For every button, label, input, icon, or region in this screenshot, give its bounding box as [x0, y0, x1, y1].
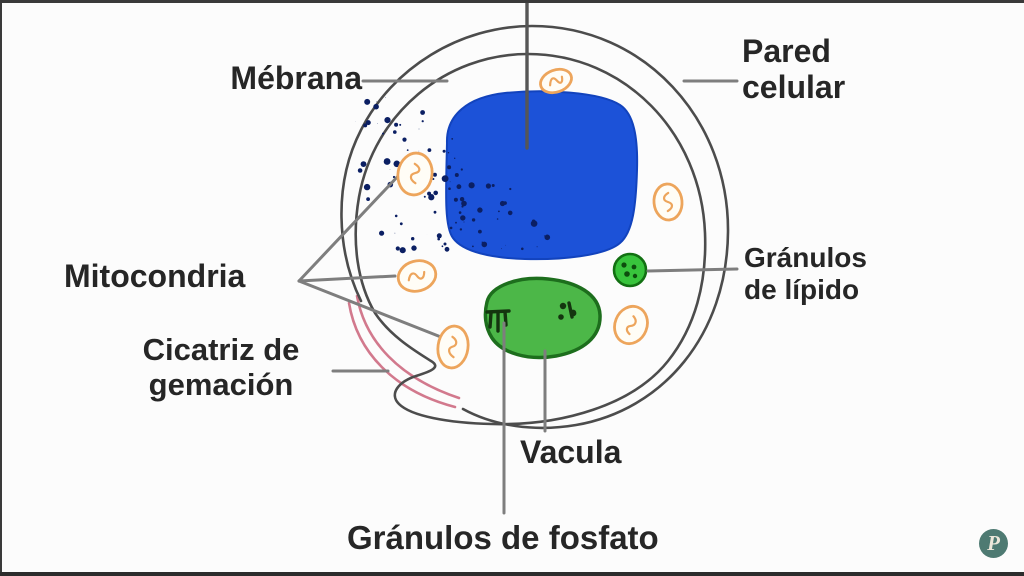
label-membrane: Mébrana — [230, 60, 362, 96]
mitochondrion — [436, 324, 470, 370]
nucleus — [445, 90, 639, 261]
mitochondria-pointer-line-1 — [297, 172, 402, 283]
lipid-pointer-line — [646, 267, 739, 273]
mitochondria-pointer-line-3 — [297, 279, 448, 341]
mitochondrion — [652, 182, 684, 222]
label-lipid-granules: Gránulos de lípido — [744, 242, 867, 305]
mitochondria-pointer-line-2 — [297, 274, 397, 283]
mitochondrion — [396, 259, 438, 293]
lipid-granule — [612, 252, 648, 288]
frame-edge-bottom — [0, 572, 1024, 576]
label-cell-wall: Pared celular — [742, 33, 846, 106]
watermark-logo: P — [979, 529, 1008, 558]
label-phosphate-granules: Gránulos de fosfato — [347, 519, 659, 556]
cell-wall-outline — [340, 24, 730, 430]
mitochondrion — [613, 304, 649, 346]
frame-edge-top — [0, 0, 1024, 3]
pointer-lines — [297, 0, 739, 515]
phosphate-granule-marks — [485, 301, 577, 333]
label-mitochondria: Mitocondria — [64, 258, 246, 294]
label-bud-scar: Cicatriz de gemación — [142, 332, 300, 403]
mitochondrion — [396, 151, 434, 197]
bud-scar-inner-arc — [355, 294, 461, 400]
label-vacuole: Vacula — [520, 434, 622, 470]
frame-edge-left — [0, 0, 2, 576]
vacuole — [483, 276, 602, 360]
phosphate-granule-mark — [488, 311, 493, 329]
mitochondrion — [539, 67, 573, 95]
mitochondria-group — [396, 67, 684, 370]
lipid-granule-dots — [621, 262, 638, 279]
phosphate-granule-mark — [558, 314, 564, 320]
phosphate-granule-mark — [559, 302, 567, 310]
phosphate-granule-mark — [503, 310, 508, 327]
cell-membrane-outline — [354, 52, 707, 426]
bud-scar-outer-arc — [347, 301, 457, 409]
nucleus-chromatin-dots — [355, 97, 551, 254]
phosphate-granule-mark — [567, 301, 574, 319]
